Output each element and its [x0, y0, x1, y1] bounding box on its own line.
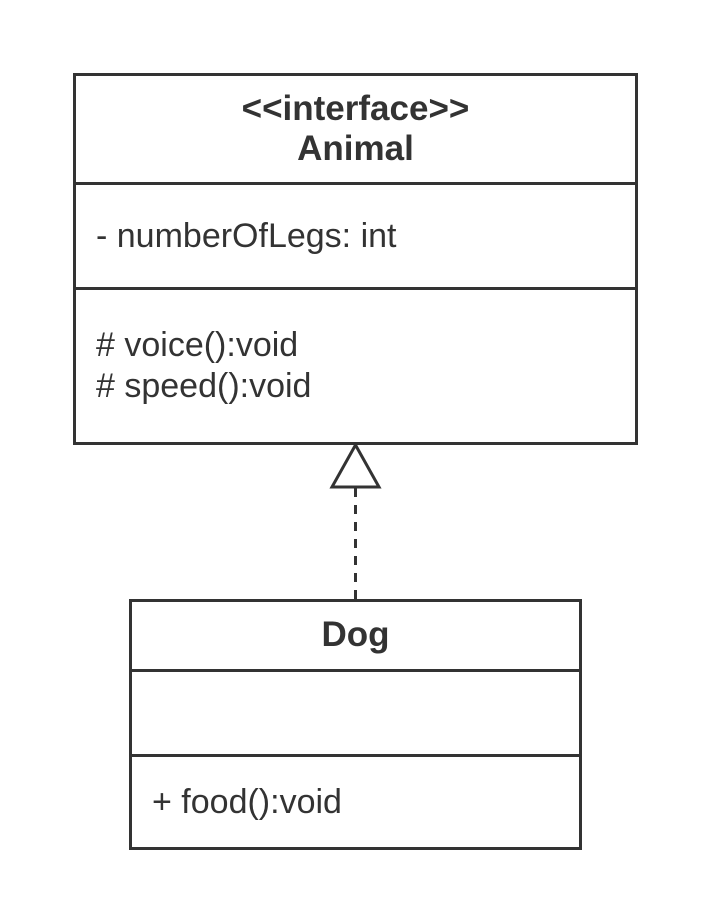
class-dog-attributes-section [132, 672, 579, 757]
class-animal-methods-section: # voice():void # speed():void [76, 290, 635, 442]
method-item: # speed():void [96, 367, 312, 405]
class-dog-header: Dog [132, 602, 579, 672]
class-animal-header: <<interface>> Animal [76, 76, 635, 185]
method-item: + food():void [152, 782, 342, 821]
method-item: # voice():void [96, 326, 299, 365]
class-dog-methods-section: + food():void [132, 757, 579, 847]
hollow-triangle-arrowhead[interactable] [329, 441, 382, 489]
class-dog-name: Dog [321, 615, 390, 655]
class-node-dog[interactable]: Dog + food():void [129, 599, 582, 850]
class-animal-name: Animal [297, 129, 414, 168]
class-animal-stereotype: <<interface>> [241, 88, 470, 128]
attribute-item: - numberOfLegs: int [96, 216, 397, 255]
class-animal-attributes-section: - numberOfLegs: int [76, 185, 635, 290]
class-node-animal[interactable]: <<interface>> Animal - numberOfLegs: int… [73, 73, 638, 445]
